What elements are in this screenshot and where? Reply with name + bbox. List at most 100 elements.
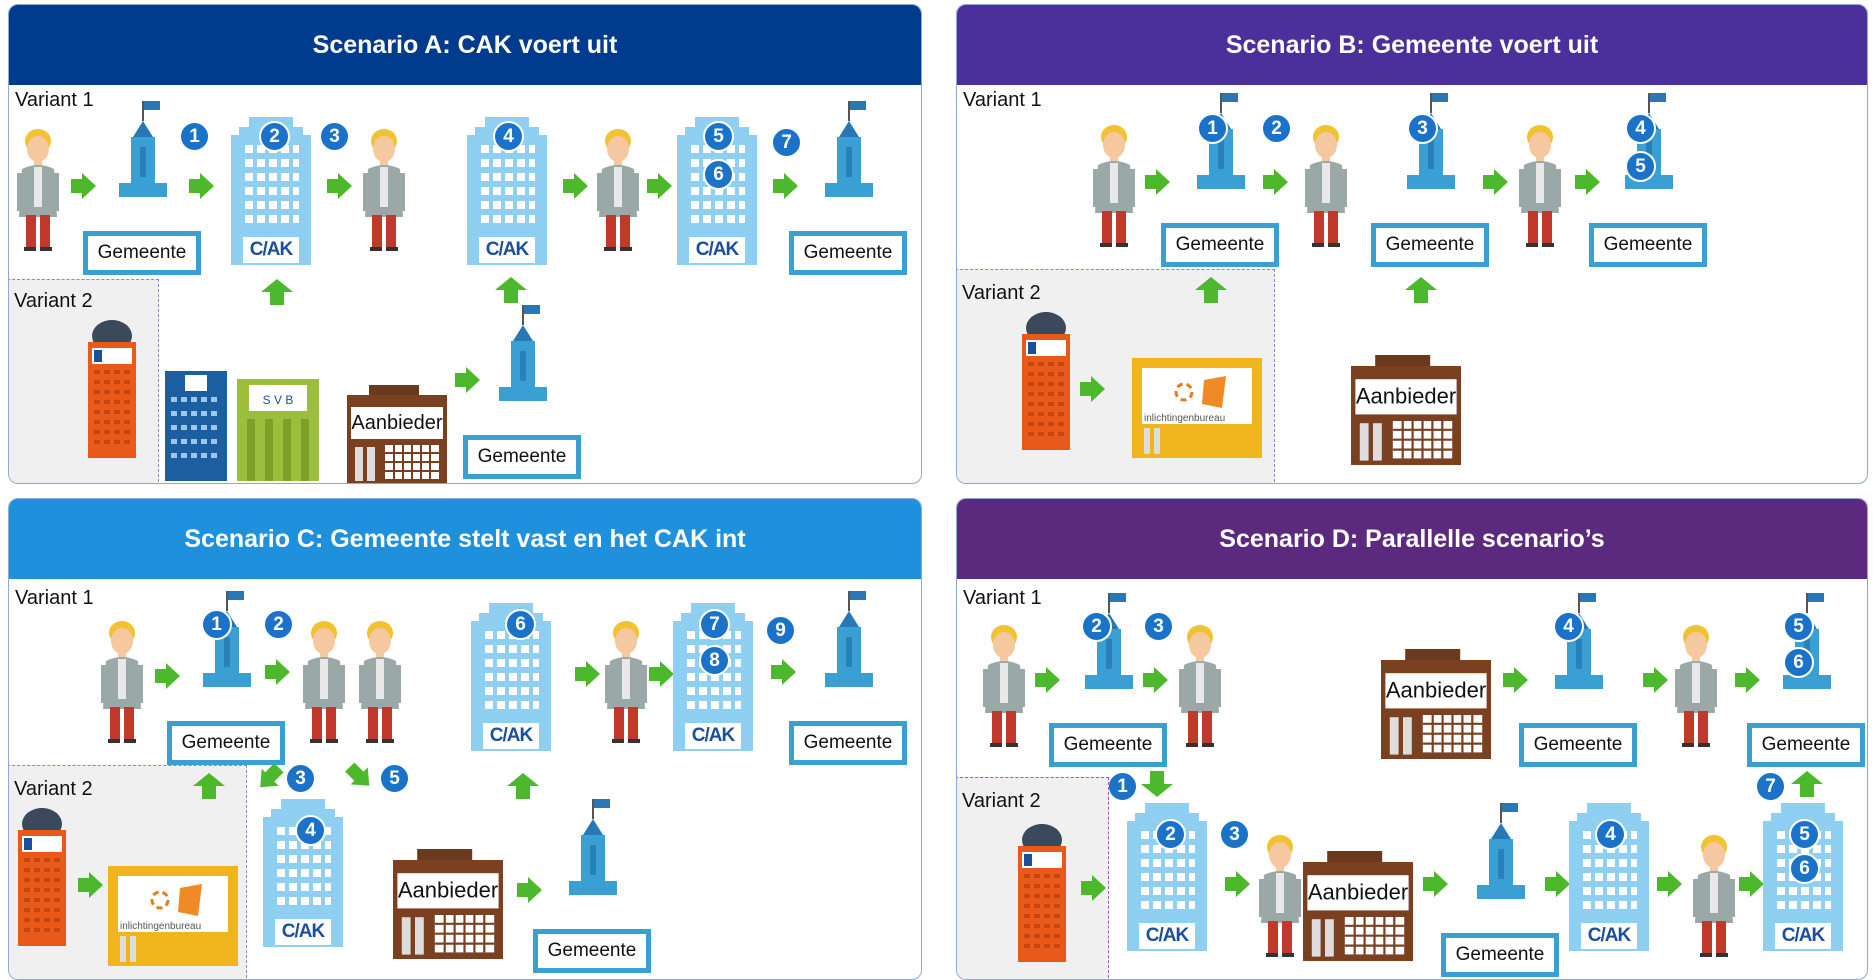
arrow-right-icon — [1503, 667, 1528, 693]
cak-logo: C/AK — [243, 237, 299, 263]
aanbieder-building: Aanbieder — [393, 849, 503, 959]
aanbieder-building: Aanbieder — [347, 385, 447, 483]
step-number: 6 — [1789, 853, 1820, 884]
person-icon — [1093, 125, 1135, 247]
scenario-a-panel: Scenario A: CAK voert uit Variant 1 Geme… — [8, 4, 922, 484]
step-number: 3 — [285, 763, 316, 794]
scenario-b-variant2-box: Variant 2 inlichtingenbureau — [957, 269, 1275, 483]
gemeente-building: Gemeente — [1747, 593, 1867, 767]
step-number: 3 — [1219, 819, 1250, 850]
gemeente-building: Gemeente — [1049, 593, 1169, 767]
tower-icon — [1407, 93, 1455, 189]
aanbieder-label: Aanbieder — [1385, 673, 1487, 709]
step-number: 4 — [1625, 113, 1656, 144]
scenario-b-variant2-label: Variant 2 — [962, 282, 1041, 304]
gemeente-building: Gemeente — [1589, 93, 1709, 267]
arrow-up-icon — [1195, 277, 1227, 303]
person-icon — [363, 129, 405, 251]
cak-logo: C/AK — [479, 237, 535, 263]
scenario-c-title: Scenario C: Gemeente stelt vast en het C… — [9, 499, 921, 579]
cak-logo: C/AK — [1581, 923, 1637, 949]
gemeente-label: Gemeente — [463, 435, 581, 479]
aanbieder-building: Aanbieder — [1381, 649, 1491, 759]
scenario-c-variant2-box: Variant 2 inlichtingenbureau — [9, 765, 247, 979]
person-icon — [1259, 835, 1301, 957]
step-number: 7 — [1755, 771, 1786, 802]
gemeente-label: Gemeente — [533, 929, 651, 973]
tower-icon — [203, 591, 251, 687]
gemeente-label: Gemeente — [83, 231, 201, 275]
scenario-b-panel: Scenario B: Gemeente voert uit Variant 1… — [956, 4, 1868, 484]
step-number: 6 — [1783, 647, 1814, 678]
gemeente-label: Gemeente — [1441, 933, 1559, 977]
step-number: 2 — [1261, 113, 1292, 144]
person-icon — [1179, 625, 1221, 747]
scenario-b-variant1-label: Variant 1 — [963, 89, 1042, 111]
cak-logo: C/AK — [1139, 923, 1195, 949]
inlichtingenbureau-building: inlichtingenbureau — [1132, 358, 1262, 458]
tower-icon — [499, 305, 547, 401]
arrow-right-icon — [265, 659, 290, 685]
person-icon — [1519, 125, 1561, 247]
cak-building: C/AK — [1763, 803, 1843, 951]
arrow-right-icon — [1080, 376, 1105, 402]
scenario-a-variant1-label: Variant 1 — [15, 89, 94, 111]
person-icon — [359, 621, 401, 743]
step-number: 3 — [1407, 113, 1438, 144]
gemeente-label: Gemeente — [1371, 223, 1489, 267]
step-number: 4 — [1595, 819, 1626, 850]
scenario-a-variant2-label: Variant 2 — [14, 290, 93, 312]
cak-logo: C/AK — [689, 237, 745, 263]
arrow-right-icon — [1735, 667, 1760, 693]
gemeente-label: Gemeente — [789, 721, 907, 765]
arrow-right-icon — [455, 367, 480, 393]
gemeente-building: Gemeente — [789, 101, 909, 275]
arrow-right-icon — [1423, 871, 1448, 897]
arrow-right-icon — [1145, 169, 1170, 195]
cak-logo: C/AK — [685, 723, 741, 749]
step-number: 1 — [1197, 113, 1228, 144]
cak-logo: C/AK — [483, 723, 539, 749]
arrow-right-icon — [575, 661, 600, 687]
step-number: 1 — [1107, 771, 1138, 802]
gemeente-building: Gemeente — [1371, 93, 1491, 267]
person-icon — [983, 625, 1025, 747]
step-number: 5 — [1783, 611, 1814, 642]
cak-building: C/AK — [467, 117, 547, 265]
scenario-c-panel: Scenario C: Gemeente stelt vast en het C… — [8, 498, 922, 980]
cak-building: C/AK — [677, 117, 757, 265]
arrow-right-icon — [517, 877, 542, 903]
cak-building: C/AK — [1569, 803, 1649, 951]
arrow-up-icon — [1405, 277, 1437, 303]
person-icon — [597, 129, 639, 251]
scenario-d-panel: Scenario D: Parallelle scenario’s Varian… — [956, 498, 1868, 980]
step-number: 6 — [703, 159, 734, 190]
arrow-right-icon — [1263, 169, 1288, 195]
gemeente-building: Gemeente — [463, 305, 583, 479]
gemeente-label: Gemeente — [1519, 723, 1637, 767]
scenario-c-variant2-label: Variant 2 — [14, 778, 93, 800]
scenario-d-title: Scenario D: Parallelle scenario’s — [957, 499, 1867, 579]
cak-building: C/AK — [673, 603, 753, 751]
scenario-d-variant2-box: Variant 2 — [957, 777, 1109, 979]
arrow-right-icon — [773, 173, 798, 199]
step-number: 2 — [1155, 819, 1186, 850]
arrow-right-icon — [71, 173, 96, 199]
scenario-b-title: Scenario B: Gemeente voert uit — [957, 5, 1867, 85]
scenario-a-title: Scenario A: CAK voert uit — [9, 5, 921, 85]
inlichtingenbureau-label: inlichtingenbureau — [1144, 413, 1226, 424]
aanbieder-label: Aanbieder — [1307, 875, 1409, 911]
step-number: 7 — [771, 127, 802, 158]
scenario-a-variant2-box: Variant 2 — [9, 279, 159, 483]
arrow-right-icon — [647, 173, 672, 199]
step-number: 1 — [179, 121, 210, 152]
gemeente-label: Gemeente — [1161, 223, 1279, 267]
rijksoverheid-building-icon — [88, 320, 136, 458]
arrow-right-icon — [327, 173, 352, 199]
rijksoverheid-building-icon — [18, 808, 66, 946]
aanbieder-label: Aanbieder — [397, 873, 499, 909]
scenario-d-variant2-label: Variant 2 — [962, 790, 1041, 812]
step-number: 2 — [259, 121, 290, 152]
arrow-diagonal-icon — [339, 757, 381, 799]
tower-icon — [825, 101, 873, 197]
